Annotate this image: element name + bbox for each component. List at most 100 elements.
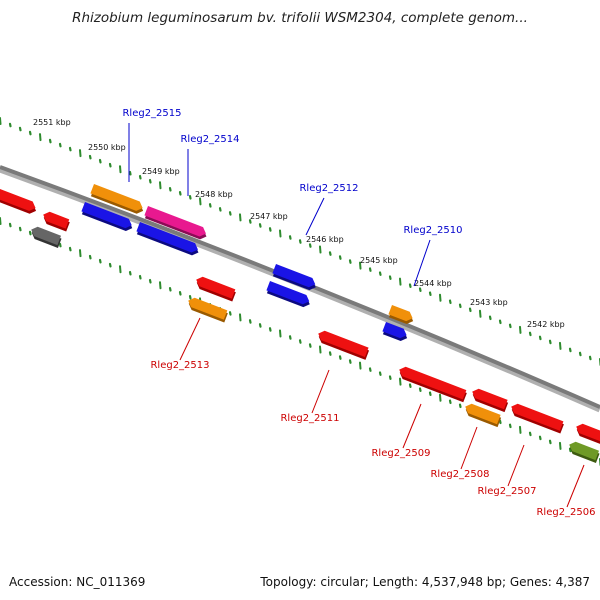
gene-body <box>266 281 310 305</box>
tick-mark <box>308 243 312 248</box>
tick-mark <box>578 351 582 357</box>
gene-arrow[interactable] <box>397 365 468 403</box>
gene-arrow[interactable] <box>81 202 135 233</box>
tick-mark <box>79 149 82 158</box>
tick-mark <box>428 391 432 397</box>
tick-mark <box>88 154 92 160</box>
gene-label[interactable]: Rleg2_2512 <box>299 183 358 194</box>
leader-line <box>413 239 431 287</box>
gene-arrow[interactable] <box>272 264 319 292</box>
tick-mark <box>319 345 322 354</box>
gene-label[interactable]: Rleg2_2513 <box>150 360 209 371</box>
gene-arrow[interactable] <box>470 387 509 413</box>
tick-mark <box>28 130 32 136</box>
gene-arrow[interactable] <box>382 322 410 343</box>
tick-mark <box>319 245 322 254</box>
tick-mark <box>288 235 292 240</box>
gene-arrow[interactable] <box>0 189 39 216</box>
tick-mark <box>538 435 542 441</box>
tick-mark <box>88 254 92 260</box>
tick-mark <box>368 267 372 272</box>
tick-mark <box>378 371 382 376</box>
leader-line <box>566 464 585 508</box>
gene-arrow[interactable] <box>90 184 146 216</box>
tick-mark <box>239 313 242 322</box>
gene-arrow[interactable] <box>136 222 202 257</box>
tick-mark <box>479 309 482 318</box>
gene-body <box>196 276 236 299</box>
gene-arrow[interactable] <box>509 402 565 434</box>
gene-body <box>318 330 369 357</box>
tick-mark <box>548 339 552 345</box>
gene-label[interactable]: Rleg2_2510 <box>403 225 462 236</box>
tick-mark <box>348 259 352 264</box>
gene-arrow[interactable] <box>567 440 600 463</box>
tick-mark <box>308 343 312 348</box>
leader-line <box>402 403 422 449</box>
tick-mark <box>338 355 342 360</box>
tick-mark <box>399 277 402 286</box>
tick-mark <box>528 331 532 337</box>
tick-mark <box>298 239 302 244</box>
tick-mark <box>148 178 152 184</box>
tick-mark <box>528 431 532 437</box>
gene-label[interactable]: Rleg2_2514 <box>180 134 239 145</box>
tick-mark <box>348 359 352 364</box>
gene-arrow[interactable] <box>186 296 229 323</box>
tick-mark <box>18 126 22 132</box>
tick-label: 2542 kbp <box>527 320 565 329</box>
tick-mark <box>508 323 512 329</box>
tick-mark <box>258 223 262 228</box>
tick-mark <box>388 375 392 380</box>
leader-line <box>507 444 525 487</box>
gene-arrow[interactable] <box>316 329 370 360</box>
tick-mark <box>368 367 372 372</box>
tick-mark <box>288 335 292 340</box>
gene-arrow[interactable] <box>574 422 600 445</box>
tick-mark <box>248 319 252 324</box>
tick-mark <box>498 319 502 325</box>
tick-mark <box>159 281 162 290</box>
gene-arrow[interactable] <box>463 402 502 428</box>
gene-arrow[interactable] <box>144 206 210 241</box>
gene-body <box>90 184 143 211</box>
gene-label[interactable]: Rleg2_2506 <box>536 507 595 518</box>
tick-mark <box>108 262 112 268</box>
tick-mark <box>588 355 592 361</box>
gene-arrow[interactable] <box>41 210 71 232</box>
gene-body <box>569 441 600 461</box>
tick-mark <box>98 258 102 264</box>
gene-label[interactable]: Rleg2_2509 <box>371 448 430 459</box>
tick-mark <box>138 174 142 180</box>
tick-mark <box>458 303 462 309</box>
gene-label[interactable]: Rleg2_2515 <box>122 108 181 119</box>
tick-mark <box>559 441 562 450</box>
gene-arrow[interactable] <box>266 281 313 309</box>
tick-mark <box>248 219 252 224</box>
tick-mark <box>48 138 52 144</box>
gene-arrow[interactable] <box>194 275 237 302</box>
tick-mark <box>448 399 452 405</box>
label-layer: Rleg2_2515Rleg2_2514Rleg2_2512Rleg2_2510… <box>122 108 595 518</box>
gene-label[interactable]: Rleg2_2508 <box>430 469 489 480</box>
accession-text: Accession: NC_011369 <box>9 575 146 589</box>
tick-mark <box>138 274 142 280</box>
gene-body <box>388 305 413 322</box>
tick-mark <box>239 213 242 222</box>
gene-label[interactable]: Rleg2_2507 <box>477 486 536 497</box>
gene-body <box>382 322 407 339</box>
gene-arrow[interactable] <box>388 305 416 326</box>
tick-mark <box>58 242 62 248</box>
tick-label: 2548 kbp <box>195 190 233 199</box>
tick-mark <box>568 447 572 453</box>
tick-mark <box>148 278 152 284</box>
gene-arrow[interactable] <box>29 225 63 248</box>
gene-body <box>399 366 467 400</box>
gene-body <box>144 206 206 237</box>
tick-mark <box>58 142 62 148</box>
tick-mark <box>8 222 12 228</box>
gene-label[interactable]: Rleg2_2511 <box>280 413 339 424</box>
tick-mark <box>568 347 572 353</box>
tick-mark <box>359 261 362 270</box>
